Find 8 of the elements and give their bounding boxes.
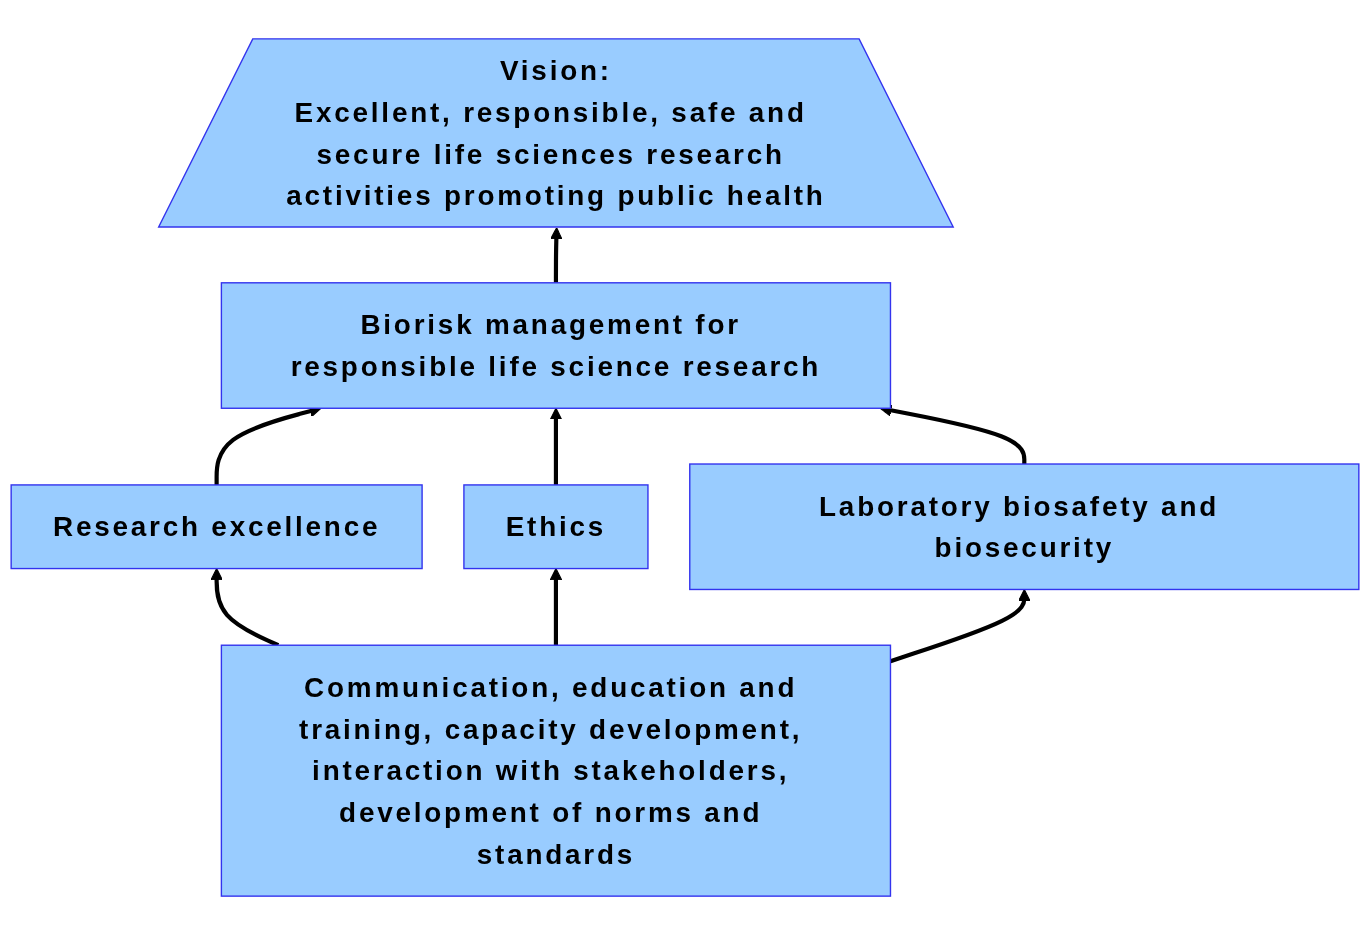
- node-box: Laboratory biosafety and biosecurity: [689, 463, 1360, 591]
- arrow: [550, 227, 563, 283]
- node-box: Communication, education and training, capacity development, interaction with stakeholders, development of norms and standards: [220, 644, 892, 897]
- node-box: Biorisk management for responsible life science research: [220, 282, 892, 409]
- arrow: [549, 407, 563, 485]
- node-box: Ethics: [463, 484, 649, 570]
- arrow: [549, 568, 563, 646]
- node-box: Research excellence: [10, 484, 423, 570]
